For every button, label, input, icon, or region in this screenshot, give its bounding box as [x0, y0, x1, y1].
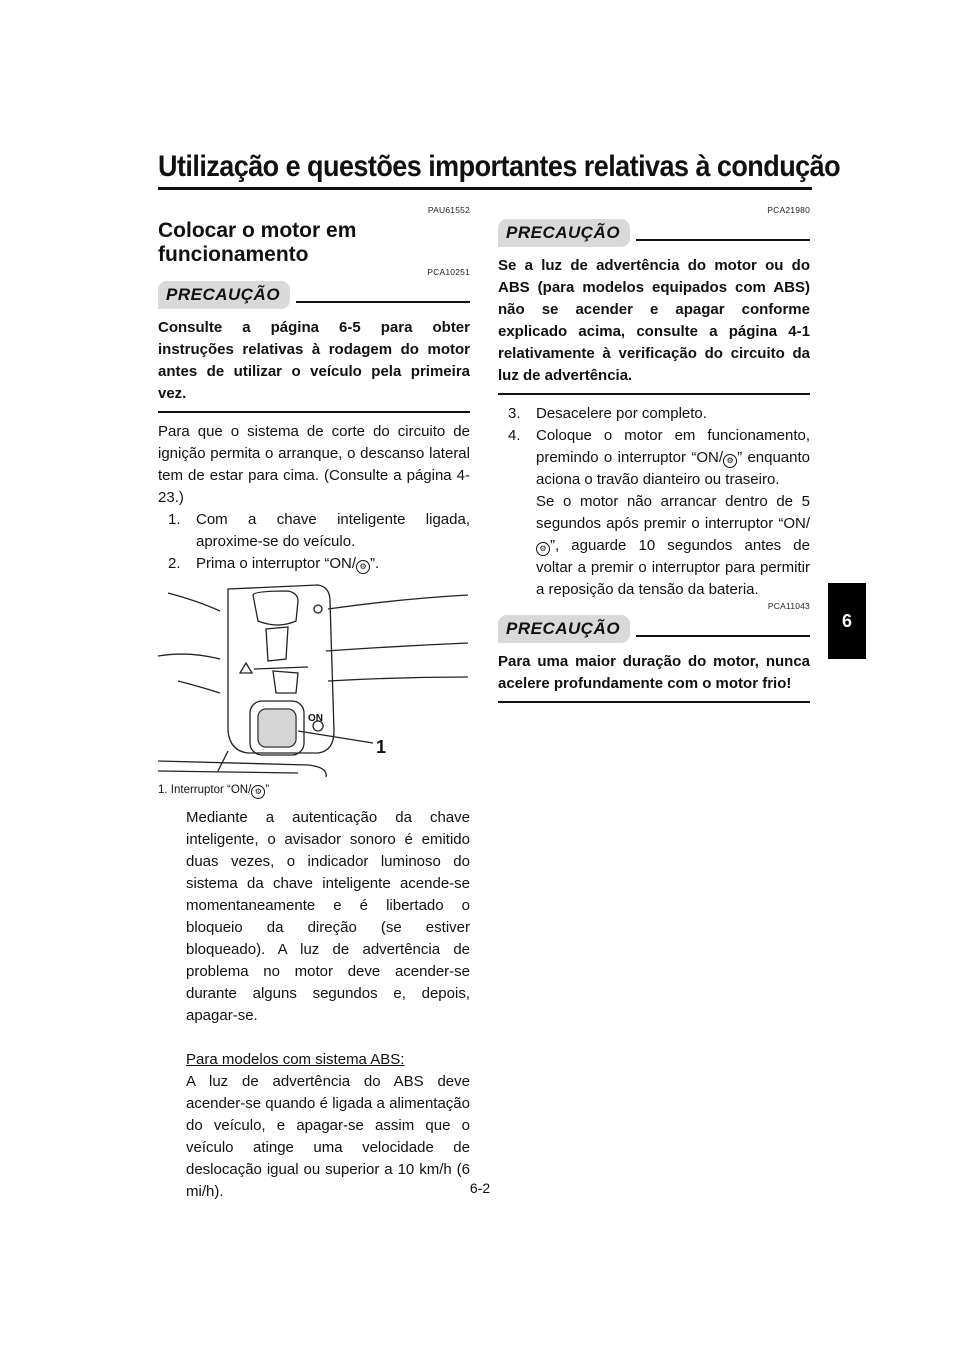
caution-header: PRECAUÇÃO: [158, 281, 470, 309]
caution-text: Consulte a página 6-5 para obter instruç…: [158, 319, 470, 402]
section-code: PAU61552: [427, 205, 470, 215]
step-3: 3. Desacelere por completo.: [498, 403, 810, 425]
engine-start-icon: ⚙: [723, 454, 738, 468]
left-column: PAU61552 Colocar o motor em funcionament…: [157, 205, 470, 1203]
page-number: 6-2: [469, 1180, 491, 1196]
engine-start-icon: ⚙: [356, 560, 371, 574]
step-text: Prima o interruptor “ON/⚙”.: [196, 555, 380, 574]
step-text: Se o motor não arrancar dentro de 5 segu…: [536, 493, 810, 598]
right-column: PCA21980 PRECAUÇÃO Se a luz de advertênc…: [498, 205, 810, 703]
callout-number: 1: [376, 737, 386, 757]
caution-rule: [636, 239, 810, 241]
handlebar-switch-illustration: ON 1: [157, 584, 469, 778]
chapter-tab: 6: [828, 583, 866, 659]
step-number: 2.: [168, 555, 181, 572]
step-4-note: Se o motor não arrancar dentro de 5 segu…: [498, 491, 810, 601]
caution-header: PRECAUÇÃO: [498, 219, 810, 247]
caution-text: Se a luz de advertência do motor ou do A…: [498, 257, 810, 384]
step-text: Desacelere por completo.: [536, 405, 707, 422]
caution-header: PRECAUÇÃO: [498, 615, 810, 643]
caution-label: PRECAUÇÃO: [158, 281, 291, 309]
step-text: Com a chave inteligente ligada, aproxime…: [196, 511, 470, 550]
step-1: 1. Com a chave inteligente ligada, aprox…: [158, 509, 470, 553]
step-number: 4.: [508, 427, 521, 444]
intro-paragraph: Para que o sistema de corte do circuito …: [158, 423, 470, 506]
authentication-text: Mediante a autenticação da chave intelig…: [186, 809, 470, 1024]
step-4: 4. Coloque o motor em funcionamento, pre…: [498, 425, 810, 491]
caution-end-rule: [158, 411, 470, 413]
caution-rule: [636, 635, 810, 637]
on-label: ON: [308, 713, 323, 724]
caution-label: PRECAUÇÃO: [498, 219, 631, 247]
step-2: 2. Prima o interruptor “ON/⚙”.: [158, 553, 470, 575]
page-title: Utilização e questões importantes relati…: [158, 150, 841, 183]
caution-code: PCA21980: [767, 205, 810, 215]
caution-code: PCA10251: [427, 267, 470, 277]
abs-heading: Para modelos com sistema ABS:: [186, 1051, 405, 1068]
step-number: 3.: [508, 405, 521, 422]
caution-end-rule: [498, 393, 810, 395]
authentication-block: Mediante a autenticação da chave intelig…: [158, 807, 470, 1203]
header-rule: [158, 187, 812, 190]
section-heading: Colocar o motor em funcionamento: [158, 219, 357, 266]
engine-start-icon: ⚙: [536, 542, 550, 556]
caution-end-rule: [498, 701, 810, 703]
caution-code: PCA11043: [767, 601, 810, 611]
caution-rule: [296, 301, 470, 303]
figure-caption: 1. Interruptor “ON/⚙”: [158, 784, 470, 799]
step-number: 1.: [168, 511, 181, 528]
abs-text: A luz de advertência do ABS deve acender…: [186, 1073, 470, 1200]
caution-label: PRECAUÇÃO: [498, 615, 631, 643]
page-header: Utilização e questões importantes relati…: [158, 150, 841, 184]
caution-text: Para uma maior duração do motor, nunca a…: [498, 653, 810, 692]
step-text: Coloque o motor em funcionamento, premin…: [536, 427, 811, 488]
engine-start-icon: ⚙: [251, 785, 266, 799]
